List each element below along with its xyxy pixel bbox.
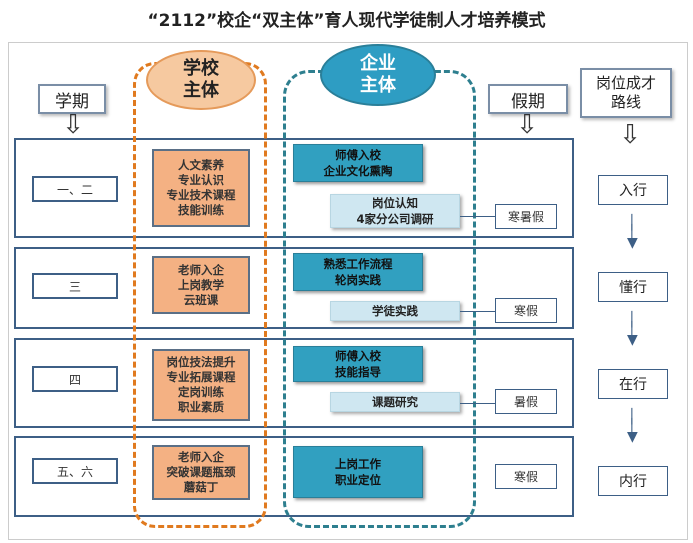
route-stage: 内行 — [598, 466, 668, 496]
diagram-frame — [8, 42, 688, 540]
semester-label: 三 — [32, 273, 118, 299]
school-activities: 老师入企 上岗教学 云班课 — [152, 256, 250, 314]
semester-label: 五、六 — [32, 458, 118, 484]
down-arrow-icon: ⇩ — [62, 110, 84, 140]
enterprise-activities: 上岗工作 职业定位 — [293, 446, 423, 498]
connector-line — [460, 216, 495, 217]
row-semester-3 — [14, 247, 574, 329]
holiday-label: 寒假 — [495, 464, 557, 489]
career-route-header: 岗位成才 路线 — [580, 68, 672, 118]
holiday-header: 假期 — [488, 84, 568, 114]
row-semester-4 — [14, 338, 574, 428]
enterprise-sub-activities: 课题研究 — [330, 392, 460, 412]
holiday-label: 寒假 — [495, 298, 557, 323]
enterprise-activities: 师傅入校 技能指导 — [293, 346, 423, 382]
enterprise-sub-activities: 学徒实践 — [330, 301, 460, 321]
row-semester-1-2 — [14, 138, 574, 238]
route-stage: 在行 — [598, 369, 668, 399]
school-activities: 岗位技法提升 专业拓展课程 定岗训练 职业素质 — [152, 349, 250, 421]
semester-label: 一、二 — [32, 176, 118, 202]
enterprise-sub-activities: 岗位认知 4家分公司调研 — [330, 194, 460, 228]
semester-header: 学期 — [38, 84, 106, 114]
enterprise-activities: 熟悉工作流程 轮岗实践 — [293, 253, 423, 291]
diagram-title: “2112”校企“双主体”育人现代学徒制人才培养模式 — [147, 11, 546, 31]
school-activities: 老师入企 突破课题瓶颈 蘑菇丁 — [152, 445, 250, 500]
semester-label: 四 — [32, 366, 118, 392]
holiday-label: 寒暑假 — [495, 204, 557, 229]
connector-line — [460, 403, 495, 404]
enterprise-activities: 师傅入校 企业文化熏陶 — [293, 144, 423, 182]
down-arrow-icon: ││▼ — [627, 215, 638, 251]
down-arrow-icon: ⇩ — [516, 110, 538, 140]
route-stage: 入行 — [598, 175, 668, 205]
down-arrow-icon: ││▼ — [627, 312, 638, 348]
route-stage: 懂行 — [598, 272, 668, 302]
school-subject-label: 学校 主体 — [146, 50, 256, 110]
down-arrow-icon: ││▼ — [627, 409, 638, 445]
down-arrow-icon: ⇩ — [619, 120, 641, 150]
enterprise-subject-label: 企业 主体 — [320, 44, 436, 106]
school-activities: 人文素养 专业认识 专业技术课程 技能训练 — [152, 149, 250, 227]
holiday-label: 暑假 — [495, 389, 557, 414]
connector-line — [460, 311, 495, 312]
